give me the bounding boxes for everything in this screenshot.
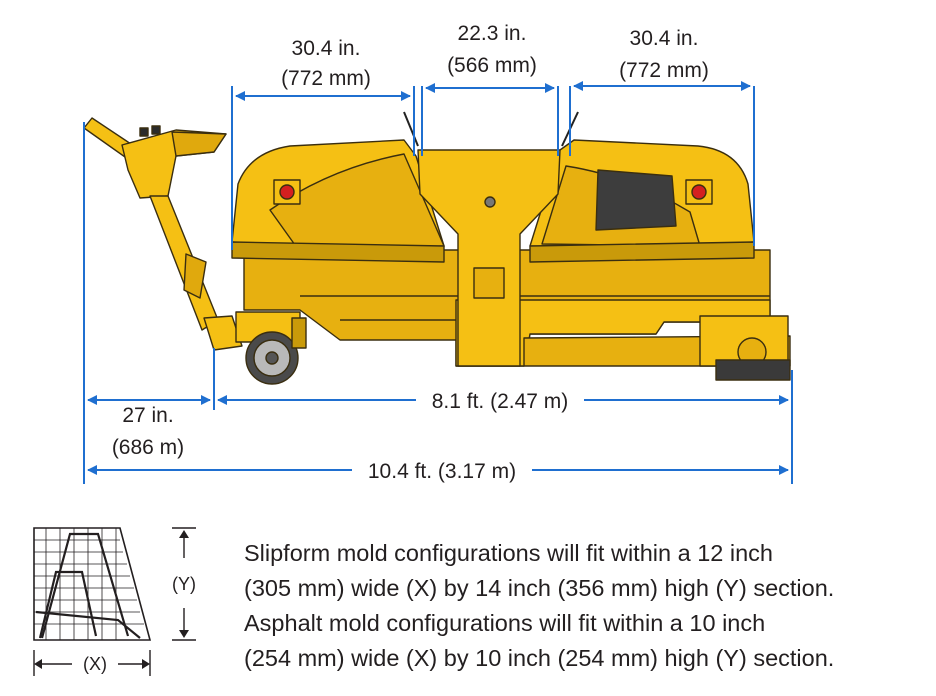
- overall-length-label: 10.4 ft. (3.17 m): [368, 460, 516, 483]
- front-wheel: [235, 311, 307, 385]
- dimension-lines: [83, 81, 793, 484]
- note-line: Asphalt mold configurations will fit wit…: [244, 610, 766, 636]
- y-dimension-label: (Y): [172, 574, 196, 594]
- slipform-profile: [40, 532, 130, 639]
- center-hopper: [417, 149, 561, 367]
- x-dimension-label: (X): [83, 654, 107, 674]
- asphalt-profile: [38, 570, 98, 639]
- handle-length-label: 27 in.: [122, 404, 173, 427]
- handle-length-metric: (686 m): [112, 436, 184, 459]
- left-hood-width-label: 30.4 in.: [292, 37, 361, 60]
- hopper-width-metric: (566 mm): [447, 54, 537, 77]
- mold-configuration-note: Slipform mold configurations will fit wi…: [244, 536, 924, 676]
- curb-profile: [35, 610, 141, 639]
- note-line: (254 mm) wide (X) by 10 inch (254 mm) hi…: [244, 645, 835, 671]
- rear-mold-assembly: [699, 315, 791, 381]
- note-line: (305 mm) wide (X) by 14 inch (356 mm) hi…: [244, 575, 835, 601]
- right-hood-width-metric: (772 mm): [619, 59, 709, 82]
- section-hatching: [34, 528, 144, 640]
- section-outline: [33, 527, 152, 641]
- steering-handle: [83, 117, 243, 351]
- left-hood-width-metric: (772 mm): [281, 67, 371, 90]
- left-warning-light: [273, 179, 301, 205]
- right-hood-width-label: 30.4 in.: [630, 27, 699, 50]
- control-panel-window: [595, 169, 677, 231]
- hopper-width-label: 22.3 in.: [458, 22, 527, 45]
- note-line: Slipform mold configurations will fit wi…: [244, 540, 773, 566]
- body-length-label: 8.1 ft. (2.47 m): [432, 390, 569, 413]
- right-warning-light: [685, 179, 713, 205]
- curb-machine-illustration: [83, 111, 791, 385]
- mold-section-diagram: [33, 527, 196, 676]
